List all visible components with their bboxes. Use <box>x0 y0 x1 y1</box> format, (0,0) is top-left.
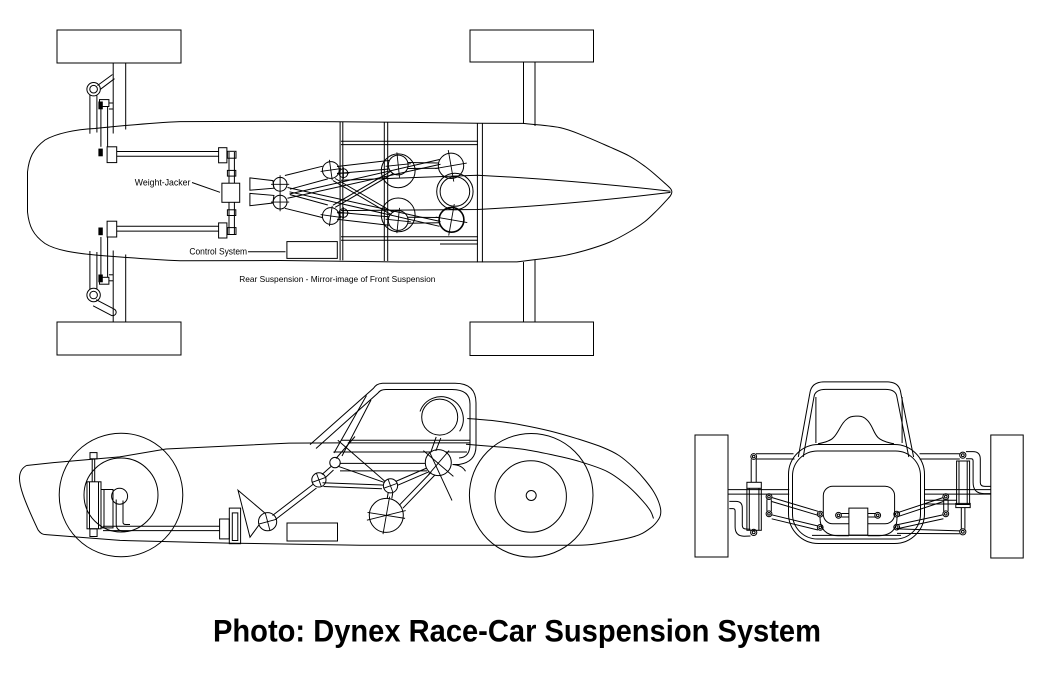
svg-text:Rear Suspension - Mirror-image: Rear Suspension - Mirror-image of Front … <box>239 274 435 284</box>
svg-text:Weight-Jacker: Weight-Jacker <box>135 177 191 188</box>
svg-text:Photo: Dynex Race-Car Suspensi: Photo: Dynex Race-Car Suspension System <box>213 613 821 649</box>
svg-text:Control System: Control System <box>189 245 247 256</box>
